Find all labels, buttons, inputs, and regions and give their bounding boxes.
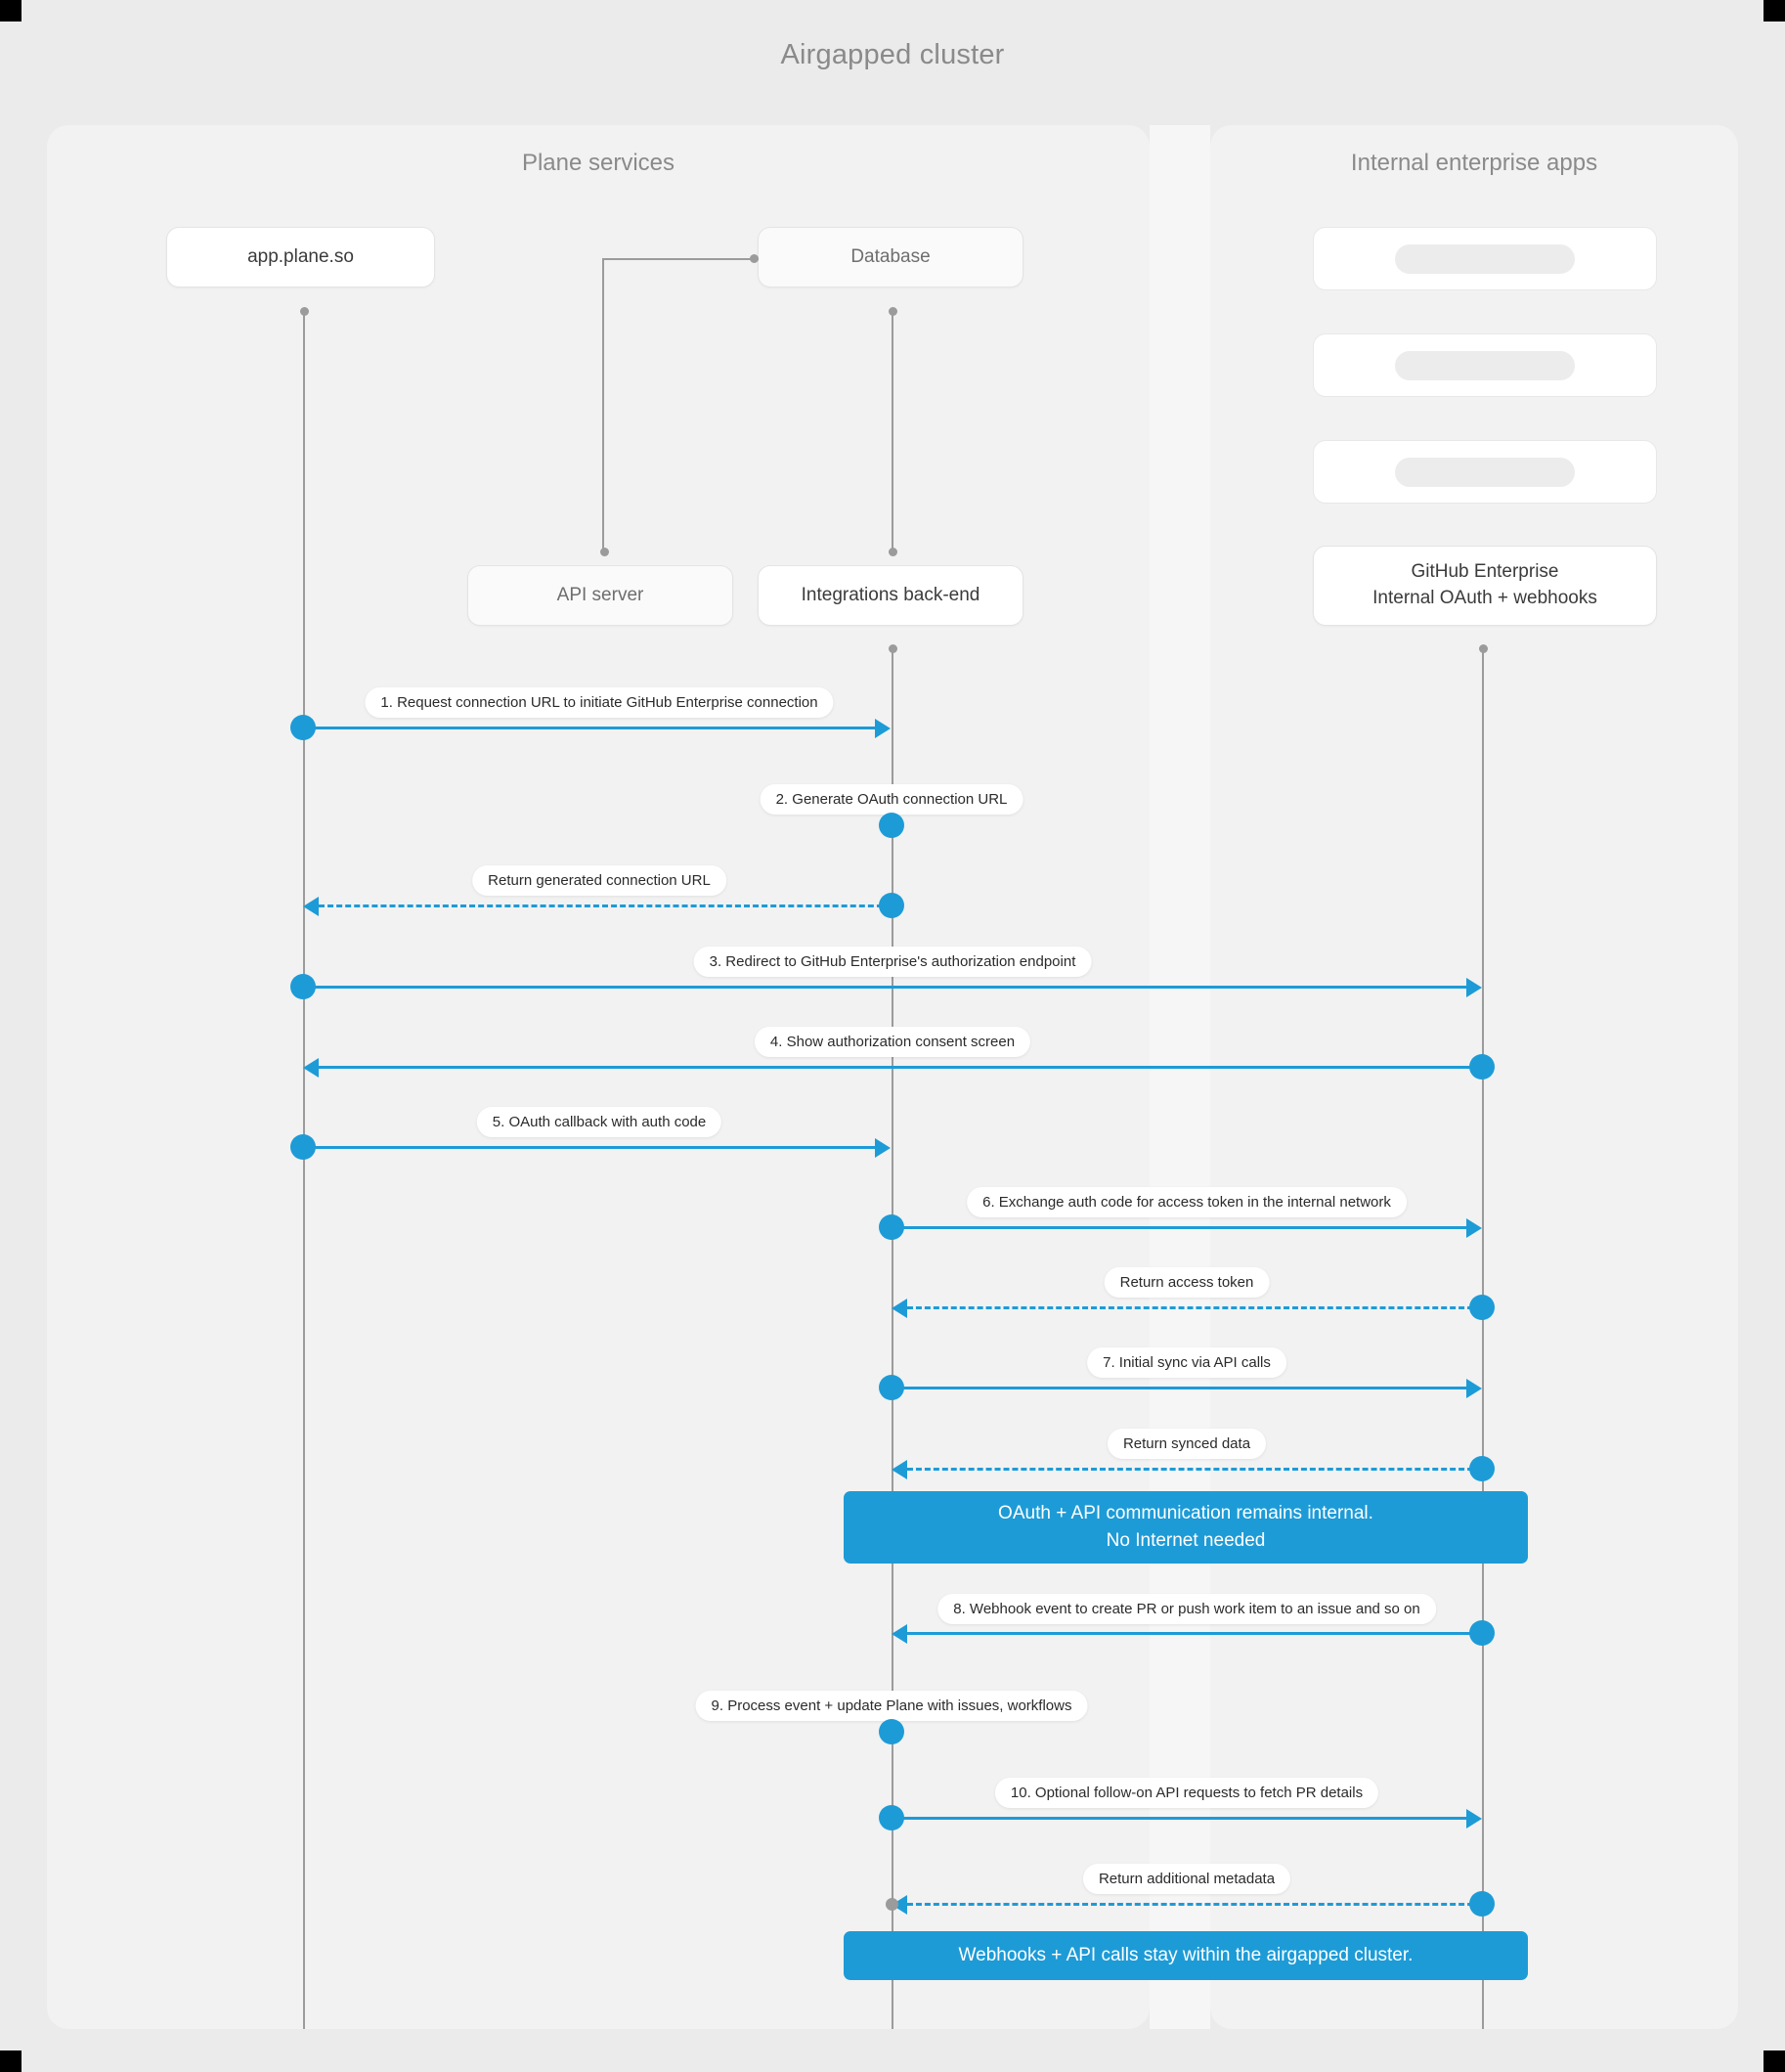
- crop-mark-top-left: [0, 0, 22, 22]
- lifeline-database: [892, 311, 893, 553]
- message-label-2: 2. Generate OAuth connection URL: [760, 784, 1023, 815]
- message-label-return-synced-data: Return synced data: [1107, 1429, 1267, 1459]
- message-origin-dot-1: [290, 715, 316, 740]
- message-line-return-connection-url: [319, 904, 892, 907]
- message-label-4: 4. Show authorization consent screen: [754, 1027, 1031, 1057]
- message-origin-dot-return-synced-data: [1469, 1456, 1495, 1481]
- message-origin-dot-return-additional-metadata: [1469, 1891, 1495, 1917]
- participant-integrations-backend[interactable]: Integrations back-end: [758, 565, 1023, 626]
- message-label-return-connection-url: Return generated connection URL: [472, 865, 726, 896]
- placeholder-card-1: [1313, 227, 1657, 290]
- message-origin-dot-8: [1469, 1620, 1495, 1646]
- message-line-10: [892, 1817, 1466, 1820]
- connector-endpoint-api: [599, 548, 609, 556]
- crop-mark-bottom-right: [1763, 2050, 1785, 2072]
- note-webhooks-internal-line1: Webhooks + API calls stay within the air…: [958, 1944, 1414, 1965]
- message-arrowhead-return-access-token: [892, 1299, 907, 1318]
- message-label-9: 9. Process event + update Plane with iss…: [695, 1691, 1088, 1721]
- connector-database-to-api-vertical: [602, 258, 604, 553]
- message-arrowhead-return-connection-url: [303, 897, 319, 916]
- message-origin-dot-5: [290, 1134, 316, 1160]
- participant-database[interactable]: Database: [758, 227, 1023, 287]
- panel-internal-enterprise-apps-title: Internal enterprise apps: [1350, 150, 1598, 176]
- message-line-8: [907, 1632, 1482, 1635]
- participant-github-enterprise-line2: Internal OAuth + webhooks: [1372, 588, 1597, 608]
- message-arrowhead-7: [1466, 1379, 1482, 1398]
- message-self-dot-2: [879, 813, 904, 838]
- message-line-return-access-token: [907, 1306, 1482, 1309]
- participant-database-label: Database: [850, 245, 931, 267]
- note-oauth-internal: OAuth + API communication remains intern…: [844, 1491, 1528, 1564]
- participant-github-enterprise-line1: GitHub Enterprise: [1411, 561, 1559, 583]
- participant-api-server[interactable]: API server: [467, 565, 733, 626]
- message-label-8: 8. Webhook event to create PR or push wo…: [937, 1594, 1436, 1624]
- lifeline-dot-database-end: [888, 548, 897, 556]
- message-origin-dot-7: [879, 1375, 904, 1400]
- participant-github-enterprise[interactable]: GitHub Enterprise Internal OAuth + webho…: [1313, 546, 1657, 626]
- message-arrowhead-8: [892, 1624, 907, 1644]
- message-line-return-additional-metadata: [907, 1903, 1482, 1906]
- message-origin-dot-return-connection-url: [879, 893, 904, 918]
- placeholder-pill-1: [1395, 243, 1575, 274]
- lifeline-app-plane-so: [303, 311, 305, 2029]
- panel-plane-services: Plane services: [47, 125, 1150, 2029]
- message-origin-dot-return-access-token: [1469, 1295, 1495, 1320]
- lifeline-github-enterprise: [1482, 648, 1484, 2029]
- page-title: Airgapped cluster: [780, 39, 1005, 70]
- message-label-10: 10. Optional follow-on API requests to f…: [994, 1778, 1379, 1808]
- crop-mark-top-right: [1763, 0, 1785, 22]
- message-line-return-synced-data: [907, 1468, 1482, 1471]
- message-origin-dot-10: [879, 1805, 904, 1830]
- message-self-dot-9: [879, 1719, 904, 1744]
- message-line-6: [892, 1226, 1466, 1229]
- message-label-1: 1. Request connection URL to initiate Gi…: [365, 687, 834, 718]
- placeholder-pill-2: [1395, 350, 1575, 380]
- participant-integrations-backend-label: Integrations back-end: [801, 584, 980, 605]
- placeholder-card-3: [1313, 440, 1657, 504]
- message-label-6: 6. Exchange auth code for access token i…: [967, 1187, 1407, 1217]
- message-label-5: 5. OAuth callback with auth code: [476, 1107, 722, 1137]
- message-arrowhead-return-synced-data: [892, 1460, 907, 1479]
- participant-api-server-label: API server: [556, 584, 644, 605]
- participant-app-plane-so-label: app.plane.so: [247, 245, 354, 267]
- message-arrowhead-3: [1466, 978, 1482, 997]
- panel-gap-band: [1150, 125, 1210, 2029]
- message-line-4: [319, 1066, 1482, 1069]
- message-arrowhead-10: [1466, 1809, 1482, 1829]
- placeholder-card-2: [1313, 333, 1657, 397]
- message-label-return-additional-metadata: Return additional metadata: [1082, 1864, 1291, 1894]
- message-line-1: [303, 727, 875, 729]
- message-arrowhead-5: [875, 1138, 891, 1158]
- connector-database-to-api-horizontal: [602, 258, 759, 260]
- message-label-return-access-token: Return access token: [1104, 1267, 1270, 1298]
- message-label-7: 7. Initial sync via API calls: [1087, 1347, 1286, 1378]
- note-oauth-internal-line2: No Internet needed: [1106, 1530, 1266, 1551]
- message-line-7: [892, 1387, 1466, 1389]
- message-line-3: [303, 986, 1466, 989]
- note-oauth-internal-line1: OAuth + API communication remains intern…: [998, 1502, 1373, 1523]
- message-line-5: [303, 1146, 875, 1149]
- placeholder-pill-3: [1395, 457, 1575, 487]
- message-arrowhead-6: [1466, 1218, 1482, 1238]
- crop-mark-bottom-left: [0, 2050, 22, 2072]
- message-label-3: 3. Redirect to GitHub Enterprise's autho…: [693, 947, 1092, 977]
- message-arrowhead-4: [303, 1058, 319, 1078]
- lifeline-integrations-backend: [892, 648, 893, 2029]
- message-origin-dot-4: [1469, 1054, 1495, 1080]
- note-webhooks-internal: Webhooks + API calls stay within the air…: [844, 1931, 1528, 1980]
- message-origin-dot-6: [879, 1214, 904, 1240]
- message-arrowhead-1: [875, 719, 891, 738]
- panel-plane-services-title: Plane services: [521, 150, 675, 176]
- message-target-dot-return-additional-metadata: [885, 1898, 898, 1911]
- message-origin-dot-3: [290, 974, 316, 999]
- participant-app-plane-so[interactable]: app.plane.so: [166, 227, 435, 287]
- connector-endpoint-database: [749, 254, 759, 263]
